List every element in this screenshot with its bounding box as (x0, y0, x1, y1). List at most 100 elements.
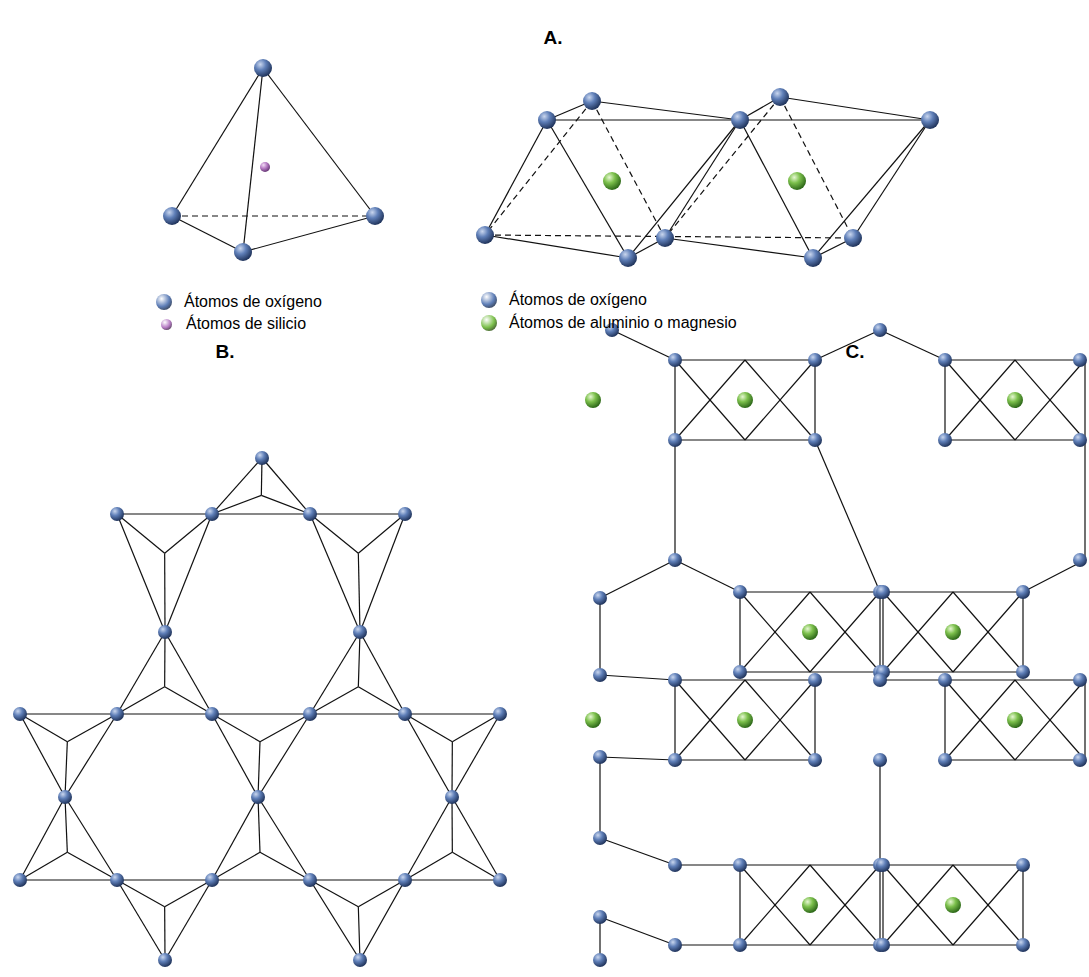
bond-line (953, 592, 1023, 672)
bond-line (945, 680, 1015, 760)
metal-atom (737, 712, 753, 728)
metal-atom (585, 392, 601, 408)
bond-line (1015, 360, 1085, 440)
bond-line (599, 598, 600, 675)
bond-line (164, 632, 166, 687)
oxygen-atom (1073, 433, 1087, 447)
bond-line (674, 680, 675, 760)
bond-line (452, 714, 500, 742)
bond-line (810, 865, 880, 945)
oxygen-atom (251, 790, 265, 804)
bond-line (262, 458, 310, 514)
oxygen-atom (1073, 353, 1087, 367)
bond-line (360, 880, 405, 960)
legend-swatch (481, 315, 497, 331)
bond-line (745, 680, 815, 760)
bond-line (740, 865, 810, 945)
oxygen-atom (876, 585, 890, 599)
bond-line (675, 360, 745, 440)
oxygen-atom (353, 625, 367, 639)
oxygen-atom (1016, 665, 1030, 679)
oxygen-atom (873, 323, 887, 337)
legend-entry: Átomos de aluminio o magnesio (481, 314, 737, 332)
bond-line (600, 675, 675, 680)
bond-line (883, 865, 953, 945)
oxygen-atom (1016, 585, 1030, 599)
bond-line (665, 238, 813, 258)
section-label: A. (544, 27, 563, 49)
bond-line (628, 120, 740, 258)
oxygen-atom (398, 507, 412, 521)
oxygen-atom (303, 507, 317, 521)
oxygen-atom (255, 451, 269, 465)
bond-line (879, 592, 880, 672)
bond-line (1084, 360, 1085, 440)
bond-line (451, 742, 453, 797)
bond-line (675, 360, 745, 440)
bond-line (165, 880, 212, 960)
metal-atom (1007, 392, 1023, 408)
bond-line (358, 514, 405, 553)
oxygen-atom (804, 249, 822, 267)
bond-line (65, 797, 67, 852)
oxygen-atom (808, 353, 822, 367)
bond-line (65, 714, 117, 797)
oxygen-atom (731, 111, 749, 129)
bond-line (258, 797, 260, 852)
bond-line (310, 514, 360, 632)
oxygen-atom (303, 873, 317, 887)
bond-line (263, 68, 375, 216)
bond-line (953, 865, 1023, 945)
bond-line (405, 797, 452, 880)
bond-line (20, 714, 65, 797)
bond-line (117, 513, 212, 514)
bond-line (810, 592, 880, 672)
bond-line (358, 632, 360, 687)
metal-atom (603, 172, 621, 190)
legend-entry: Átomos de oxígeno (156, 293, 322, 311)
bond-line (164, 907, 166, 960)
bond-line (360, 632, 405, 714)
oxygen-atom (445, 790, 459, 804)
bond-line (953, 592, 1023, 672)
bond-line (485, 120, 547, 235)
bond-line (883, 865, 953, 945)
oxygen-atom (353, 953, 367, 967)
bond-line (258, 742, 260, 797)
oxygen-atom (1016, 858, 1030, 872)
oxygen-atom (668, 938, 682, 952)
bond-line (165, 632, 212, 714)
bond-line (665, 120, 740, 238)
oxygen-atom (938, 433, 952, 447)
bond-line (675, 680, 745, 760)
bond-line (880, 679, 945, 680)
bond-line (165, 514, 212, 632)
oxygen-atom (921, 111, 939, 129)
bond-line (675, 680, 745, 760)
bond-line (20, 713, 117, 714)
bond-line (1084, 680, 1085, 760)
bond-line (879, 865, 880, 945)
bond-line (117, 514, 165, 632)
oxygen-atom (808, 753, 822, 767)
bond-line (600, 560, 675, 598)
oxygen-atom (668, 858, 682, 872)
oxygen-atom (938, 673, 952, 687)
bond-line (739, 592, 740, 672)
bond-line (358, 880, 405, 907)
bond-line (814, 680, 815, 760)
metal-atom (585, 712, 601, 728)
bond-line (258, 797, 310, 880)
bond-line (853, 120, 930, 238)
oxygen-atom (733, 585, 747, 599)
bond-line (882, 865, 883, 945)
bond-line (1084, 440, 1085, 560)
bond-line (261, 495, 310, 514)
bond-line (67, 852, 117, 880)
bond-line (310, 880, 360, 960)
oxygen-atom (844, 229, 862, 247)
bond-line (212, 513, 310, 514)
oxygen-atom (1073, 753, 1087, 767)
oxygen-atom (110, 873, 124, 887)
bond-line (945, 360, 1015, 440)
